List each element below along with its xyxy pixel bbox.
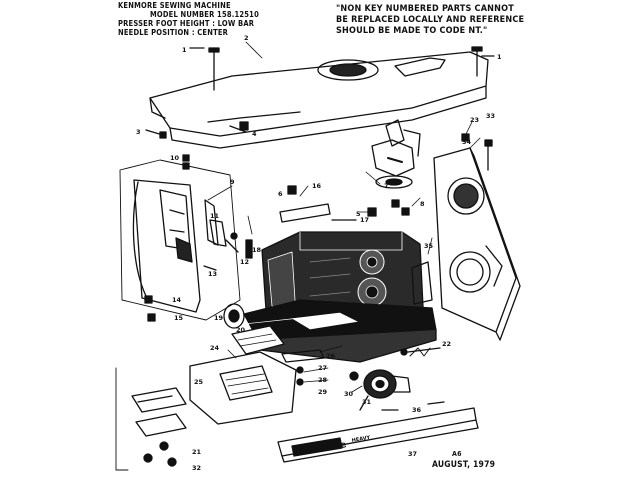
callout-5: 5 [356,210,361,218]
top-cover [149,51,489,149]
callout-15: 15 [174,314,184,322]
screw-28 [296,378,304,386]
bed-extension-plate [189,351,297,425]
spring-assembly [400,347,441,357]
part-30 [349,371,359,381]
screw-14 [144,295,153,304]
handwheel-knob [223,303,245,329]
callout-7: 7 [384,182,389,190]
thread-guides [203,219,239,271]
callout-12: 12 [240,258,249,266]
screws-33 [461,133,493,171]
screw-8b [401,207,410,216]
note-line-2: BE REPLACED LOCALLY AND REFERENCE [336,15,525,25]
callout-9: 9 [230,178,235,186]
callout-30: 30 [344,390,354,398]
callout-17: 17 [360,216,369,224]
callout-8: 8 [420,200,425,208]
callout-37: 37 [408,450,417,458]
callout-10: 10 [170,154,180,162]
label-plate [279,203,331,223]
screw-1-left [189,47,220,91]
callout-21: 21 [192,448,202,456]
screw-15 [147,313,156,322]
note-line-1: "NON KEY NUMBERED PARTS CANNOT [336,4,514,14]
face-plate-assembly [119,159,241,321]
accessory-tray [115,367,187,471]
latch-26 [281,349,325,363]
model-line-3: PRESSER FOOT HEIGHT : LOW BAR [118,19,255,28]
front-nameplate [277,407,479,463]
model-line-2: MODEL NUMBER 158.12510 [150,10,259,19]
callout-numbers: 1 2 1 3 4 5 6 7 8 9 10 11 12 13 14 15 16… [136,34,502,472]
model-line-1: KENMORE SEWING MACHINE [118,1,231,10]
callout-25: 25 [194,378,204,386]
callout-29: 29 [318,388,328,396]
callout-28: 28 [318,376,328,384]
callout-32: 32 [192,464,201,472]
callout-24: 24 [210,344,220,352]
callout-27: 27 [318,364,327,372]
part-18 [245,239,253,259]
callout-20: 20 [236,326,246,334]
screw-4 [229,121,249,133]
leader-lines [207,41,481,393]
screw-10b [182,162,190,170]
screw-6 [287,185,297,195]
callout-6: 6 [278,190,283,198]
callout-1-right: 1 [497,53,502,61]
callout-11: 11 [210,212,220,220]
callout-16: 16 [312,182,322,190]
callout-3: 3 [136,128,141,136]
note-line-3: SHOULD BE MADE TO CODE NT." [336,26,488,36]
callout-31: 31 [362,398,372,406]
motor [359,369,411,411]
cover-plate-35 [411,261,433,305]
machine-bed [243,299,437,363]
model-line-4: NEEDLE POSITION : CENTER [118,28,229,37]
footer-date: AUGUST, 1979 [432,460,496,470]
bed-insert [231,325,285,355]
callout-26: 26 [326,352,336,360]
callout-34: 34 [462,138,472,146]
callout-4: 4 [252,130,257,138]
screw-27 [296,366,304,374]
callout-35: 35 [424,242,434,250]
rear-cover [433,147,521,341]
screw-32 [167,457,177,467]
screw-1-right [471,46,495,77]
callout-2: 2 [244,34,249,42]
callout-22: 22 [442,340,451,348]
screw-10a [182,154,190,162]
callout-33: 33 [486,112,495,120]
screw-31 [159,441,169,451]
callout-1-left: 1 [182,46,187,54]
screw-8a [391,199,400,208]
callout-13: 13 [208,270,217,278]
callout-18: 18 [252,246,262,254]
screw-36b [427,401,445,405]
callout-23: 23 [470,116,479,124]
bobbin-winder [371,119,421,189]
screw-3 [145,129,167,139]
nameplate-small: HEAVY [351,435,371,444]
callout-19: 19 [214,314,224,322]
callout-14: 14 [172,296,182,304]
screw-10c [143,453,153,463]
footer-code: A6 [452,450,462,458]
callout-36: 36 [412,406,422,414]
